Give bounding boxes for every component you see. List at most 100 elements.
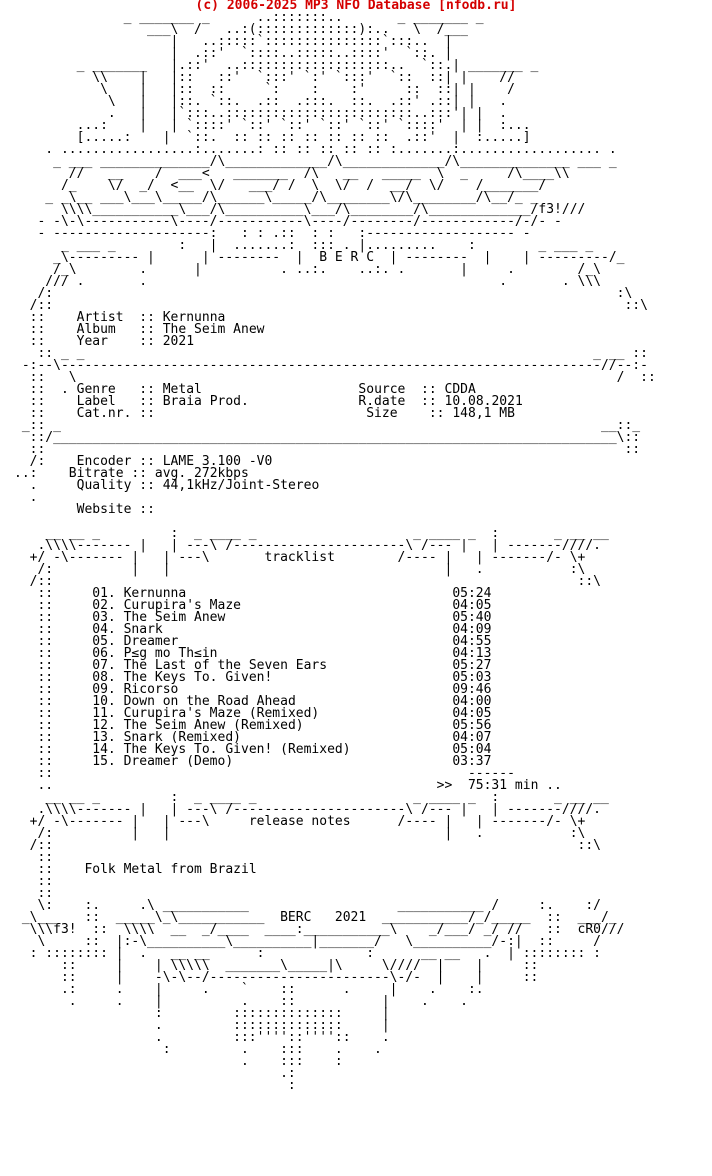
track-number: 09. [92,682,116,697]
track-number: 04. [92,622,116,637]
genre-row: :: . Genre :: Metal Source :: CDDA [14,382,476,397]
release-notes-frame-art: __ __ _ : _ ____ _ _ ____ _ : _ __ __ .\… [29,790,609,853]
encoder-row: /: Encoder :: LAME 3.100 -V0 [14,454,273,469]
site-link[interactable]: [nfodb.ru] [438,0,517,13]
site-header: (c) 2006-2025 MP3 NFO Database [nfodb.ru… [0,0,712,12]
year-label: Year [76,334,108,349]
track-title: Snark (Remixed) [123,730,241,745]
track-number: 13. [92,730,116,745]
artist-label: Artist [76,310,124,325]
rdate-value: 10.08.2021 [444,394,523,409]
track-row: :: 15. Dreamer (Demo) 03:37 [14,754,492,769]
quality-value: 44,1kHz/Joint-Stereo [162,478,320,493]
divider-top-art: :: _ _ _ __ :: -:--\--------------------… [21,346,656,385]
track-title: The Keys To. Given! (Remixed) [123,742,351,757]
track-time: 05:56 [452,718,492,733]
frame-side-art: /: :\ /:: ::\ [29,286,648,313]
track-time: 05:27 [452,658,492,673]
label-row: :: Label :: Braia Prod. R.date :: 10.08.… [14,394,523,409]
notes-text: Folk Metal from Brazil [84,862,257,877]
website-label: Website [76,502,132,517]
track-row: :: 12. The Seim Anew (Remixed) 05:56 [14,718,492,733]
track-title: Kernunna [123,586,187,601]
total-separator-row: :: ------ [14,766,515,781]
track-time: 04:07 [452,730,492,745]
track-title: Ricorso [123,682,179,697]
tracklist-title: tracklist [264,550,335,565]
genre-value: Metal [162,382,202,397]
track-time: 04:55 [452,634,492,649]
track-row: :: 09. Ricorso 09:46 [14,682,492,697]
banner-ascii-art: _ ___ ______________/\_____________/\___… [37,154,625,289]
track-time: 05:24 [452,586,492,601]
track-time: 05:03 [452,670,492,685]
track-time: 09:46 [452,682,492,697]
track-time: 04:05 [452,706,492,721]
album-row: :: Album :: The Seim Anew [14,322,265,337]
size-value: 148,1 MB [452,406,515,421]
notes-blank-row-3: :: [14,886,54,901]
track-number: 06. [92,646,116,661]
track-number: 07. [92,658,116,673]
track-row: :: 14. The Keys To. Given! (Remixed) 05:… [14,742,492,757]
encoder-label: Encoder [76,454,132,469]
track-number: 14. [92,742,116,757]
track-number: 01. [92,586,116,601]
track-title: The Keys To. Given! [123,670,273,685]
track-number: 05. [92,634,116,649]
encoder-value: LAME 3.100 -V0 [162,454,273,469]
album-value: The Seim Anew [162,322,265,337]
track-title: Dreamer (Demo) [123,754,234,769]
track-title: Down on the Road Ahead [123,694,296,709]
track-title: The Seim Anew [123,610,226,625]
bitrate-row: ..: Bitrate :: avg. 272kbps [14,466,249,481]
catnr-row: :: Cat.nr. :: Size :: 148,1 MB [14,406,515,421]
footer-ascii-art: \: :. .\ ___________ ___________ / :. :/… [21,898,625,1093]
track-title: The Seim Anew (Remixed) [123,718,304,733]
track-time: 03:37 [452,754,492,769]
notes-blank-row: :: [14,850,54,865]
track-number: 11. [92,706,116,721]
track-title: Snark [123,622,163,637]
quality-row: . Quality :: 44,1kHz/Joint-Stereo [14,478,320,493]
track-title: The Last of the Seven Ears [123,658,328,673]
year-row: :: Year :: 2021 [14,334,195,349]
notes-title: release notes [248,814,351,829]
bitrate-label: Bitrate [68,466,124,481]
track-row: :: 04. Snark 04:09 [14,622,492,637]
tracklist-frame-art: __ __ _ : _ ____ _ _ ____ _ : _ __ __ .\… [29,526,609,589]
top-ascii-art: _ _______ _ ..:::::::.. _ _______ _ ___\… [45,10,617,157]
source-value: CDDA [444,382,476,397]
rdate-label: R.date [358,394,406,409]
track-number: 08. [92,670,116,685]
genre-label: Genre [76,382,116,397]
track-title: Curupira's Maze (Remixed) [123,706,320,721]
notes-blank-row-2: :: [14,874,54,889]
size-label: Size [366,406,398,421]
track-row: :: 11. Curupira's Maze (Remixed) 04:05 [14,706,492,721]
track-row: :: 02. Curupira's Maze 04:05 [14,598,492,613]
track-row: :: 05. Dreamer 04:55 [14,634,492,649]
total-row: .. >> 75:31 min .. [14,778,562,793]
label-value: Braia Prod. [162,394,249,409]
divider-bottom-art: _:: _ __::_ ::/_________________________… [21,418,641,457]
track-time: 04:13 [452,646,492,661]
artist-row: :: Artist :: Kernunna [14,310,226,325]
track-row: :: 08. The Keys To. Given! 05:03 [14,670,492,685]
track-title: P≤g mo Th≤in [123,646,218,661]
track-row: :: 01. Kernunna 05:24 [14,586,492,601]
track-title: Dreamer [123,634,179,649]
source-label: Source [358,382,406,397]
track-row: :: 07. The Last of the Seven Ears 05:27 [14,658,492,673]
artist-value: Kernunna [162,310,226,325]
total-marker: >> [436,778,453,793]
track-number: 10. [92,694,116,709]
track-row: :: 10. Down on the Road Ahead 04:00 [14,694,492,709]
year-value: 2021 [162,334,195,349]
blank-row: . [14,490,38,505]
track-number: 03. [92,610,116,625]
track-number: 15. [92,754,116,769]
track-list: :: 01. Kernunna 05:24 :: 02. Curupira's … [0,586,712,769]
track-time: 04:00 [452,694,492,709]
quality-label: Quality [76,478,132,493]
